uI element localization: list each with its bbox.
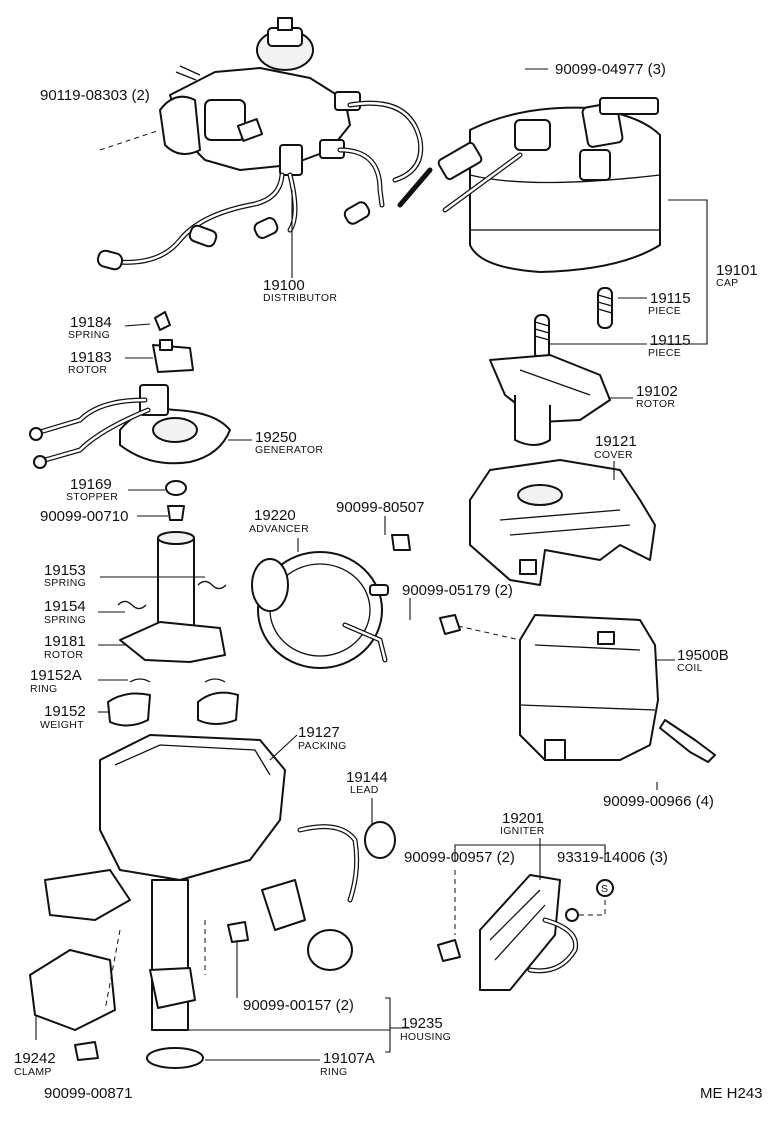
piece-drawings xyxy=(534,287,613,360)
label-19169-name: STOPPER xyxy=(66,491,118,503)
label-19115a-number: 19115 xyxy=(650,290,691,307)
label-19127-name: PACKING xyxy=(298,740,347,752)
distributor-drawing xyxy=(96,17,424,271)
label-19107a-number: 19107A xyxy=(323,1050,375,1067)
label-19184-name: SPRING xyxy=(68,329,110,341)
label-19183-number: 19183 xyxy=(70,349,112,366)
labels: 90119-08303 (2) 90099-04977 (3) 19100 DI… xyxy=(14,61,763,1102)
label-19154-name: SPRING xyxy=(44,614,86,626)
label-19235-name: HOUSING xyxy=(400,1031,451,1043)
label-90099-04977: 90099-04977 (3) xyxy=(555,61,666,78)
label-19153-number: 19153 xyxy=(44,562,86,579)
label-19242-number: 19242 xyxy=(14,1050,56,1067)
label-19152a-number: 19152A xyxy=(30,667,82,684)
label-90099-00710: 90099-00710 xyxy=(40,508,128,525)
rotor-drawing xyxy=(489,354,611,446)
label-90099-00957: 90099-00957 (2) xyxy=(404,849,515,866)
label-90099-80507: 90099-80507 xyxy=(336,499,424,516)
screw-s-symbol: S xyxy=(601,883,608,895)
label-19183-name: ROTOR xyxy=(68,364,107,376)
cover-drawing xyxy=(469,459,656,586)
label-19154-number: 19154 xyxy=(44,598,86,615)
label-19127-number: 19127 xyxy=(298,724,340,741)
label-19184-number: 19184 xyxy=(70,314,112,331)
label-19100-name: DISTRIBUTOR xyxy=(263,292,337,304)
label-19500b-name: COIL xyxy=(677,662,703,674)
label-19101-number: 19101 xyxy=(716,262,758,279)
label-19169-number: 19169 xyxy=(70,476,112,493)
label-90099-00966: 90099-00966 (4) xyxy=(603,793,714,810)
label-90099-00157: 90099-00157 (2) xyxy=(243,997,354,1014)
igniter-drawing xyxy=(437,874,614,991)
label-19242-name: CLAMP xyxy=(14,1066,52,1078)
label-19153-name: SPRING xyxy=(44,577,86,589)
governor-drawing xyxy=(107,531,239,727)
label-19107a-name: RING xyxy=(320,1066,347,1078)
label-19115b-name: PIECE xyxy=(648,347,681,359)
label-19235-number: 19235 xyxy=(401,1015,443,1032)
cap-drawing xyxy=(397,97,661,273)
label-19181-number: 19181 xyxy=(44,633,86,650)
coil-drawing xyxy=(439,614,716,763)
label-19181-name: ROTOR xyxy=(44,649,83,661)
diagram-code: ME H243 xyxy=(700,1085,763,1102)
label-19500b-number: 19500B xyxy=(677,647,729,664)
label-19115b-number: 19115 xyxy=(650,332,691,349)
label-93319-14006: 93319-14006 (3) xyxy=(557,849,668,866)
label-19115a-name: PIECE xyxy=(648,305,681,317)
generator-drawing xyxy=(29,311,231,521)
label-19144-name: LEAD xyxy=(350,784,379,796)
label-19100-number: 19100 xyxy=(263,277,305,294)
label-19220-number: 19220 xyxy=(254,507,296,524)
label-19152a-name: RING xyxy=(30,683,57,695)
label-19250-number: 19250 xyxy=(255,429,297,446)
label-90099-05179: 90099-05179 (2) xyxy=(402,582,513,599)
label-19152-number: 19152 xyxy=(44,703,86,720)
leader-lines xyxy=(35,68,708,1061)
label-19121-name: COVER xyxy=(594,449,633,461)
advancer-drawing xyxy=(251,534,411,669)
label-19220-name: ADVANCER xyxy=(249,523,309,535)
housing-drawing xyxy=(29,734,396,1069)
label-19101-name: CAP xyxy=(716,277,739,289)
label-90119-08303: 90119-08303 (2) xyxy=(40,87,150,104)
label-19102-number: 19102 xyxy=(636,383,678,400)
label-19201-number: 19201 xyxy=(502,810,544,827)
label-19152-name: WEIGHT xyxy=(40,719,84,731)
label-19144-number: 19144 xyxy=(346,769,388,786)
label-90099-00871: 90099-00871 xyxy=(44,1085,132,1102)
label-19102-name: ROTOR xyxy=(636,398,675,410)
label-19250-name: GENERATOR xyxy=(255,444,323,456)
label-19121-number: 19121 xyxy=(595,433,637,450)
label-19201-name: IGNITER xyxy=(500,825,545,837)
